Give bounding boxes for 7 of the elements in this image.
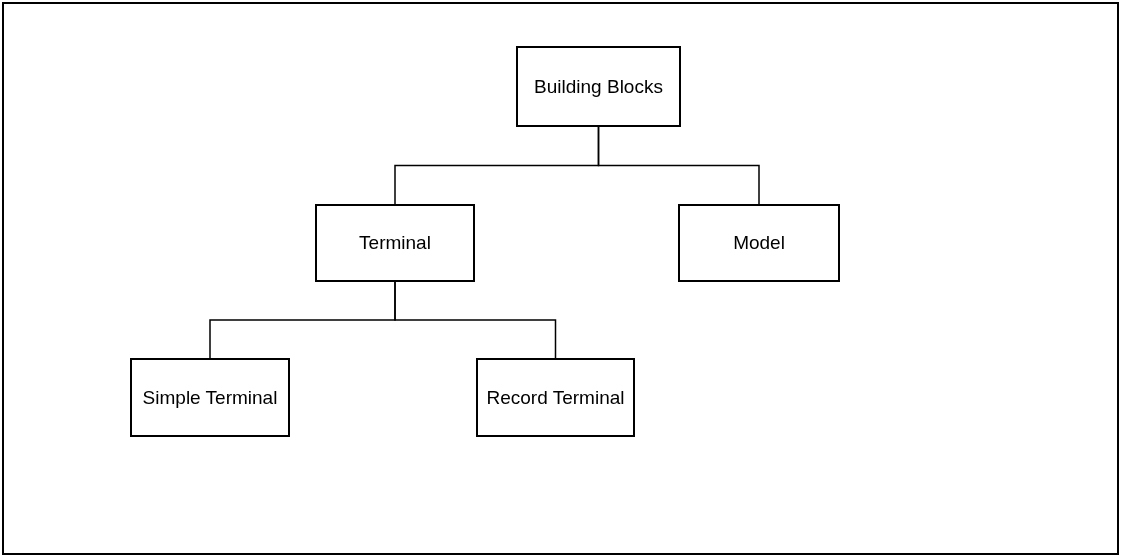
hierarchy-box: Simple Terminal	[130, 358, 290, 437]
hierarchy-box: Building Blocks	[516, 46, 681, 127]
connector-line	[394, 281, 557, 359]
connector-line	[597, 126, 760, 205]
hierarchy-box: Terminal	[315, 204, 475, 282]
hierarchy-box: Record Terminal	[476, 358, 635, 437]
hierarchy-box: Model	[678, 204, 840, 282]
